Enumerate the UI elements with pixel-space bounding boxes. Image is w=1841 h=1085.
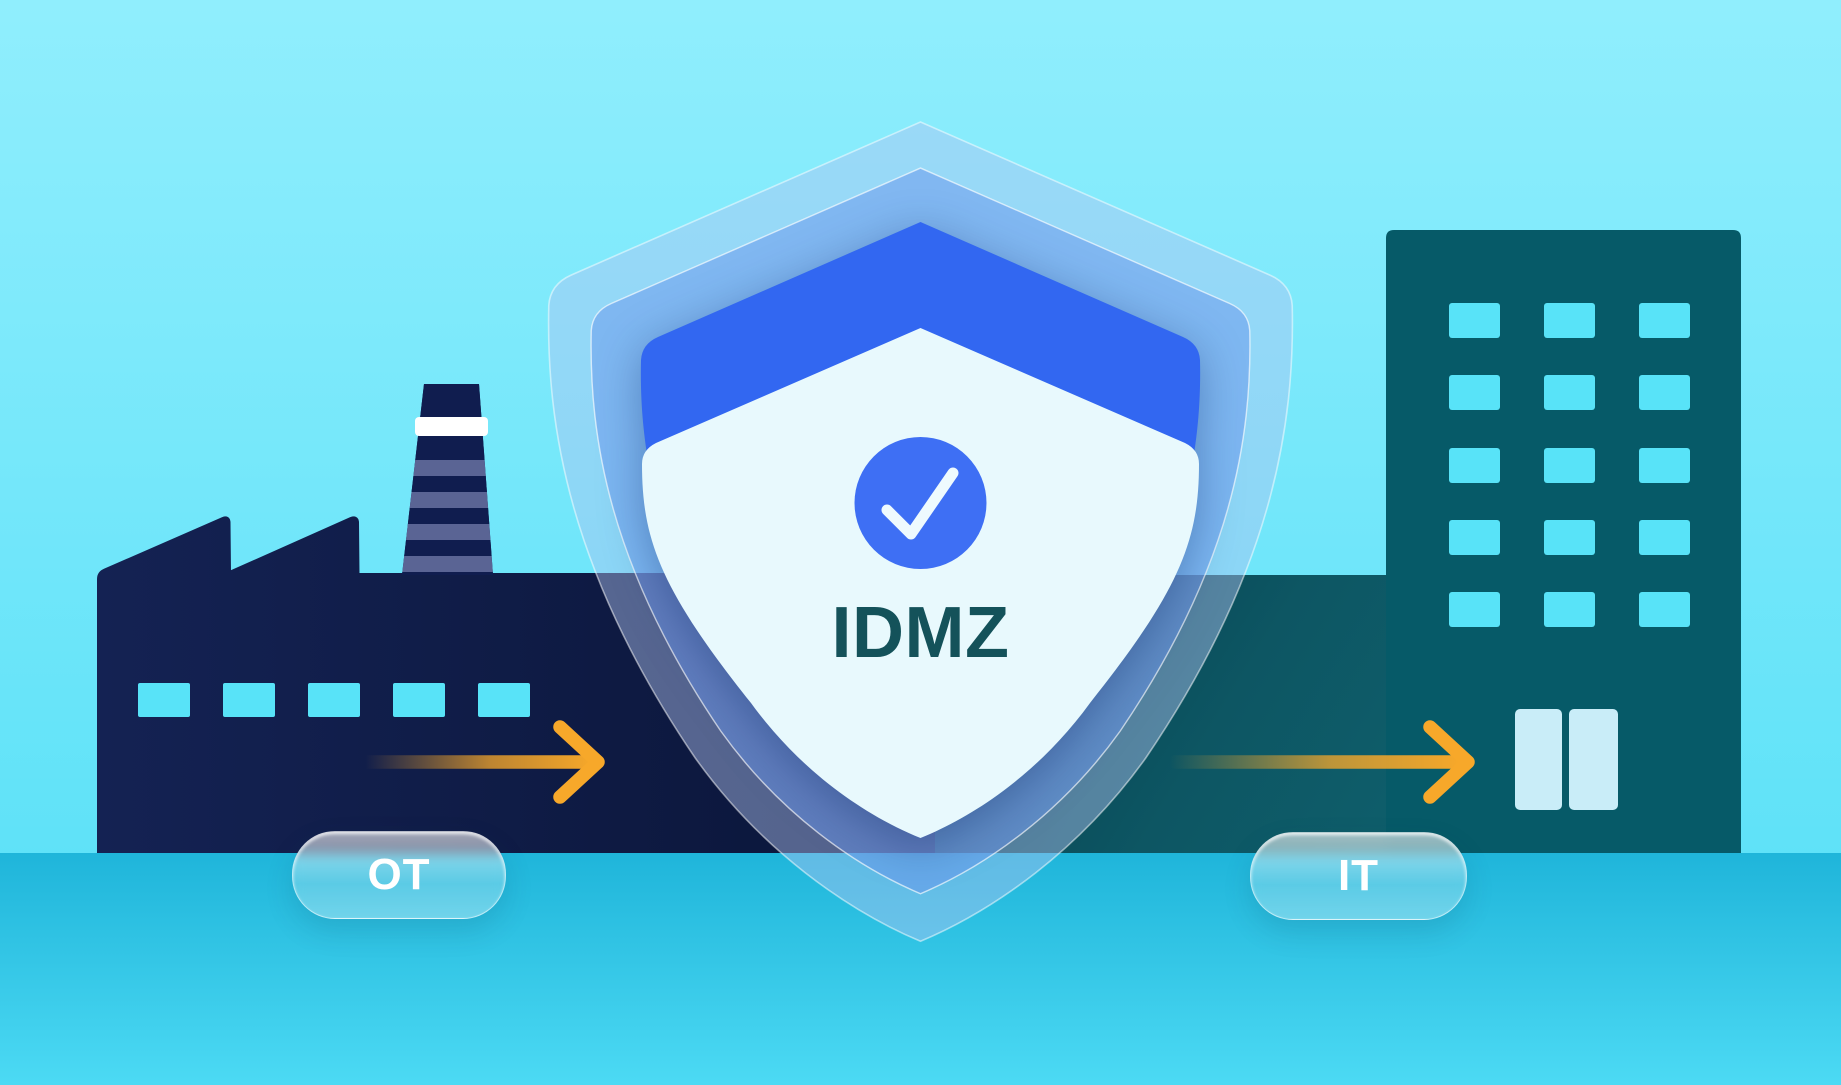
building-window [1544,592,1595,627]
ot-flow-arrow-icon [358,720,605,804]
building-window [1544,448,1595,483]
check-circle-icon [854,437,987,569]
factory-window [393,683,445,717]
building-window [1639,375,1690,410]
building-window [1639,520,1690,555]
door-icon [1515,709,1618,810]
building-window [1449,592,1500,627]
building-window [1544,520,1595,555]
building-window [1449,303,1500,338]
building-window [1544,375,1595,410]
building-windows [1449,303,1690,627]
factory-windows [138,683,530,717]
factory-window [138,683,190,717]
chimney-white-band [415,417,488,436]
shield-inner [640,222,1201,838]
building-window [1639,303,1690,338]
it-badge: IT [1250,832,1467,920]
factory-window [223,683,275,717]
factory-window [308,683,360,717]
building-window [1449,375,1500,410]
shield-icon [547,121,1294,943]
building-window [1544,303,1595,338]
building-window [1639,448,1690,483]
ot-badge: OT [292,831,506,919]
building-window [1639,592,1690,627]
building-window [1449,520,1500,555]
shield-label: IDMZ [831,593,1010,673]
factory-window [478,683,530,717]
shield-body [642,328,1199,838]
ot-badge-label: OT [367,850,431,899]
checkmark-icon [881,467,959,540]
it-badge-label: IT [1337,851,1380,900]
building-window [1449,448,1500,483]
it-flow-arrow-icon [1168,720,1475,804]
